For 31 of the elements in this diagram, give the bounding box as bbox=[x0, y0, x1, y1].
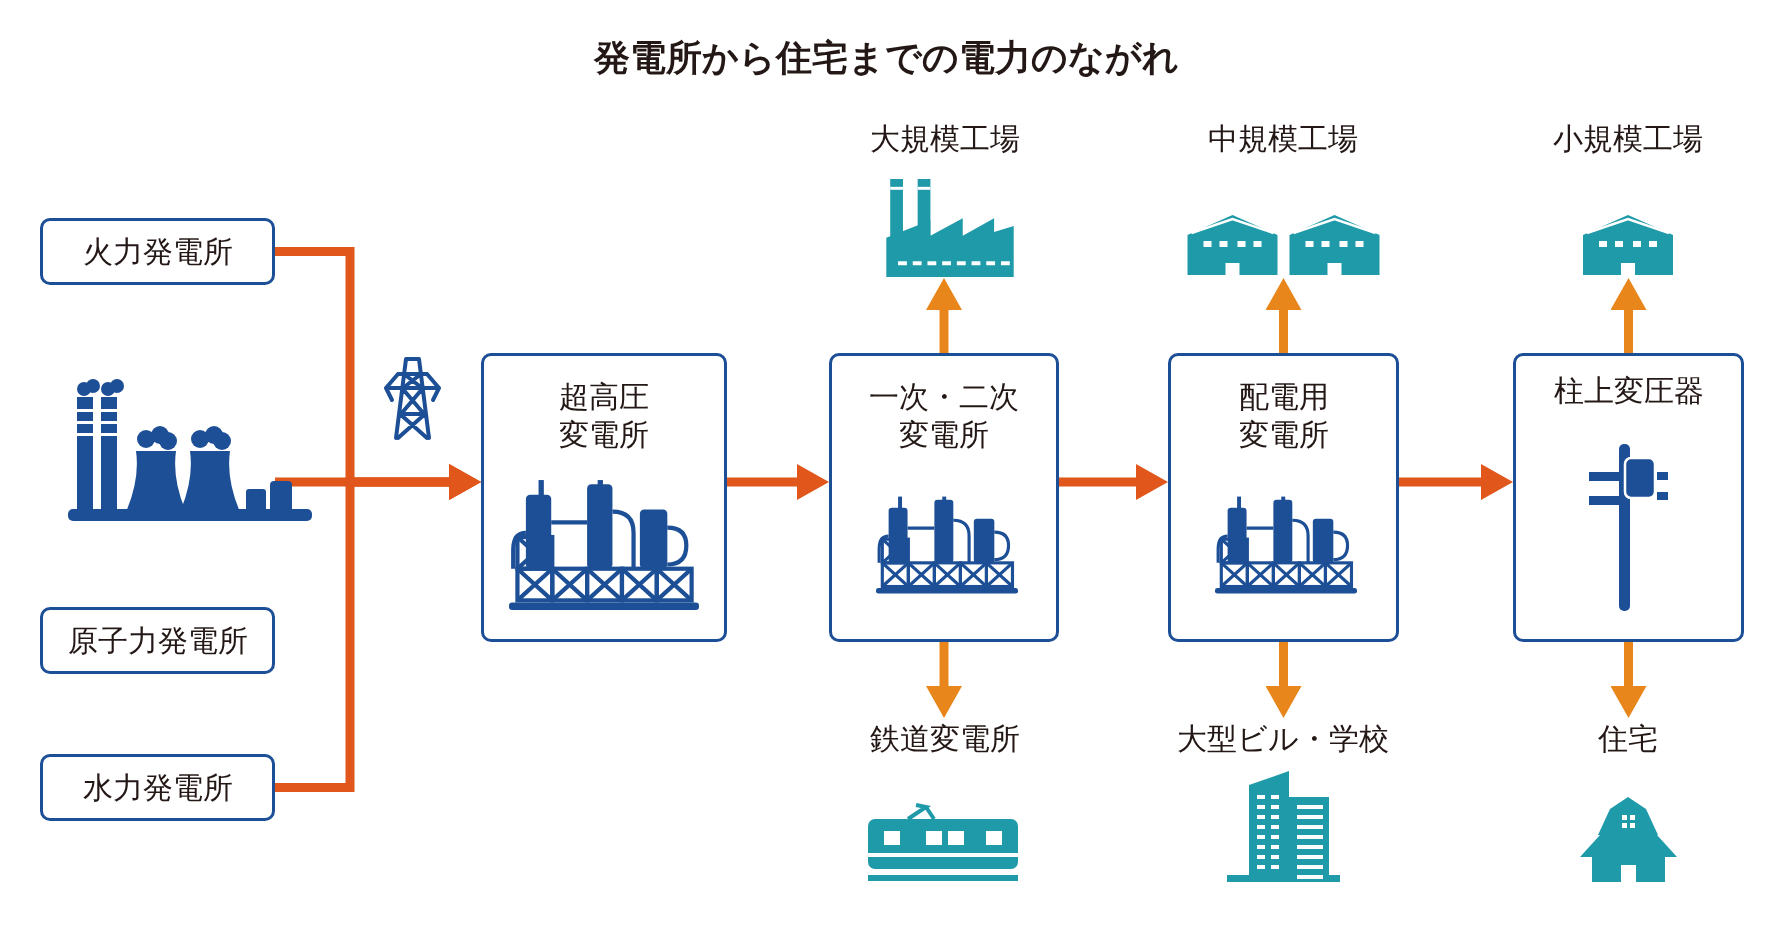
arrow bbox=[1265, 278, 1302, 353]
power-plant-box bbox=[40, 607, 275, 674]
substation-box bbox=[481, 353, 727, 642]
arrow bbox=[727, 464, 829, 500]
arrow bbox=[1265, 642, 1302, 718]
consumer-label: 鉄道変電所 bbox=[869, 720, 1021, 758]
arrow bbox=[1610, 278, 1647, 353]
arrow bbox=[926, 642, 962, 718]
box-label: 一次・二次変電所 bbox=[868, 378, 1020, 453]
arrow bbox=[1610, 642, 1647, 718]
arrow bbox=[1399, 464, 1513, 500]
box-label: 超高圧変電所 bbox=[558, 378, 650, 453]
consumer-label: 中規模工場 bbox=[1206, 120, 1359, 158]
consumer-label: 大規模工場 bbox=[869, 120, 1021, 158]
title: 発電所から住宅までの電力のながれ bbox=[593, 36, 1180, 80]
arrow bbox=[1059, 464, 1168, 500]
arrow bbox=[926, 278, 962, 353]
box-label: 柱上変圧器 bbox=[1552, 372, 1705, 410]
consumer-label: 小規模工場 bbox=[1551, 120, 1704, 158]
box-label: 配電用変電所 bbox=[1237, 378, 1330, 453]
box-label: 原子力発電所 bbox=[66, 622, 249, 660]
arrow bbox=[275, 464, 481, 792]
power-plant-box bbox=[40, 754, 275, 821]
substation-box bbox=[829, 353, 1059, 642]
consumer-label: 大型ビル・学校 bbox=[1175, 720, 1390, 758]
transformer-box bbox=[1513, 353, 1744, 642]
power-plant-box bbox=[40, 218, 275, 285]
box-label: 火力発電所 bbox=[81, 233, 234, 271]
box-label: 水力発電所 bbox=[81, 769, 234, 807]
consumer-label: 住宅 bbox=[1596, 720, 1659, 758]
substation-box bbox=[1168, 353, 1399, 642]
